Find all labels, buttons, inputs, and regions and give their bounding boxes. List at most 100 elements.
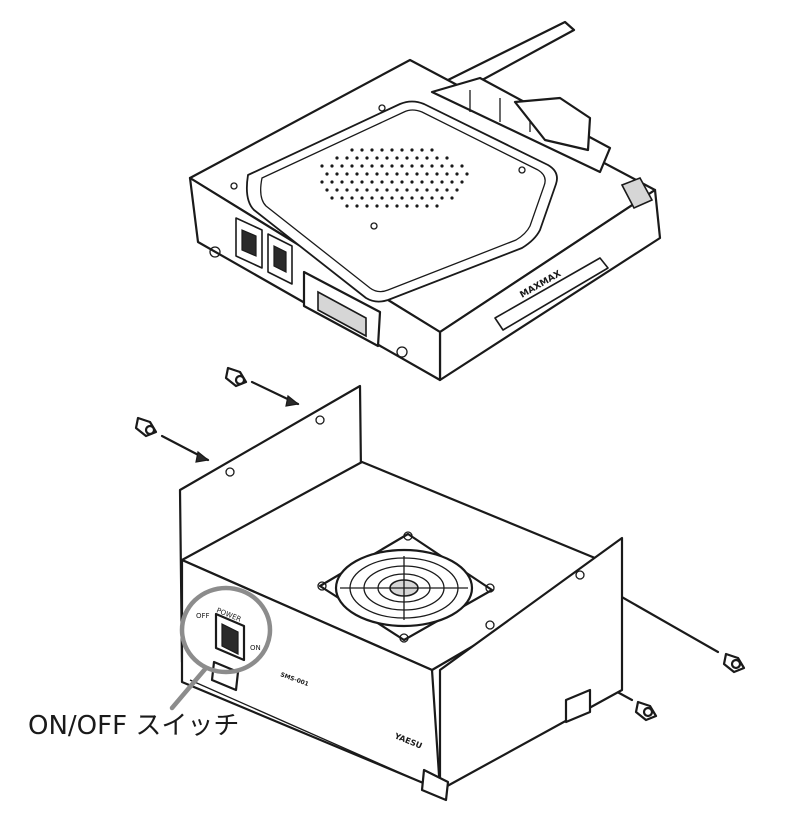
grille-hole [340, 180, 344, 184]
grille-hole [400, 148, 404, 152]
grille-hole [380, 196, 384, 200]
grille-hole [425, 188, 429, 192]
grille-hole [460, 164, 464, 168]
grille-hole [320, 180, 324, 184]
grille-hole [460, 180, 464, 184]
grille-hole [420, 196, 424, 200]
grille-hole [365, 156, 369, 160]
fan-stand: POWER OFF ON SMS-001 YAESU [178, 384, 624, 802]
grille-hole [325, 188, 329, 192]
grille-hole [375, 172, 379, 176]
grille-hole [385, 172, 389, 176]
grille-hole [445, 172, 449, 176]
grille-hole [430, 180, 434, 184]
grille-hole [420, 148, 424, 152]
grille-hole [445, 188, 449, 192]
grille-hole [350, 164, 354, 168]
grille-hole [405, 172, 409, 176]
screw-icon [722, 652, 746, 674]
grille-hole [330, 180, 334, 184]
grille-hole [430, 164, 434, 168]
grille-hole [335, 172, 339, 176]
off-label: OFF [196, 612, 210, 620]
grille-hole [335, 188, 339, 192]
front-connector [302, 270, 382, 348]
grille-holes [320, 148, 469, 208]
grille-hole [370, 196, 374, 200]
grille-hole [350, 196, 354, 200]
grille-hole [345, 156, 349, 160]
grille-hole [425, 156, 429, 160]
grille-hole [340, 164, 344, 168]
grille-hole [345, 172, 349, 176]
grille-hole [380, 148, 384, 152]
grille-hole [445, 156, 449, 160]
grille-hole [320, 164, 324, 168]
screw-icon [134, 416, 158, 438]
grille-hole [355, 172, 359, 176]
grille-hole [430, 196, 434, 200]
grille-hole [370, 148, 374, 152]
grille-hole [365, 188, 369, 192]
grille-hole [385, 188, 389, 192]
grille-hole [450, 164, 454, 168]
grille-hole [345, 204, 349, 208]
grille-hole [405, 188, 409, 192]
radio-transceiver: MAXMAX [188, 20, 662, 382]
grille-hole [410, 148, 414, 152]
grille-hole [420, 180, 424, 184]
grille-hole [440, 180, 444, 184]
grille-hole [395, 188, 399, 192]
grille-hole [455, 172, 459, 176]
grille-hole [410, 164, 414, 168]
grille-hole [345, 188, 349, 192]
grille-hole [395, 156, 399, 160]
grille-hole [355, 188, 359, 192]
callout-line [169, 665, 209, 711]
grille-hole [330, 164, 334, 168]
grille-hole [465, 172, 469, 176]
grille-hole [435, 188, 439, 192]
grille-hole [375, 204, 379, 208]
grille-hole [405, 156, 409, 160]
fan [317, 531, 495, 643]
grille-hole [360, 164, 364, 168]
grille-hole [370, 180, 374, 184]
speaker-grille [245, 100, 558, 303]
grille-hole [385, 156, 389, 160]
grille-hole [340, 196, 344, 200]
grille-hole [400, 164, 404, 168]
grille-hole [415, 172, 419, 176]
grille-hole [395, 172, 399, 176]
grille-hole [350, 180, 354, 184]
grille-hole [440, 196, 444, 200]
grille-hole [430, 148, 434, 152]
grille-hole [325, 172, 329, 176]
grille-hole [380, 180, 384, 184]
grille-hole [390, 148, 394, 152]
grille-hole [360, 148, 364, 152]
grille-hole [425, 172, 429, 176]
grille-hole [395, 204, 399, 208]
switch-highlight [179, 585, 273, 675]
grille-hole [400, 180, 404, 184]
grille-hole [365, 204, 369, 208]
grille-hole [390, 196, 394, 200]
grille-hole [375, 156, 379, 160]
grille-hole [380, 164, 384, 168]
grille-hole [450, 180, 454, 184]
grille-hole [410, 196, 414, 200]
grille-hole [330, 196, 334, 200]
grille-hole [360, 180, 364, 184]
grille-hole [420, 164, 424, 168]
grille-hole [410, 180, 414, 184]
screw-icon [224, 366, 248, 388]
grille-hole [435, 172, 439, 176]
grille-hole [360, 196, 364, 200]
grille-hole [365, 172, 369, 176]
grille-hole [355, 156, 359, 160]
grille-hole [385, 204, 389, 208]
grille-hole [335, 156, 339, 160]
grille-hole [370, 164, 374, 168]
